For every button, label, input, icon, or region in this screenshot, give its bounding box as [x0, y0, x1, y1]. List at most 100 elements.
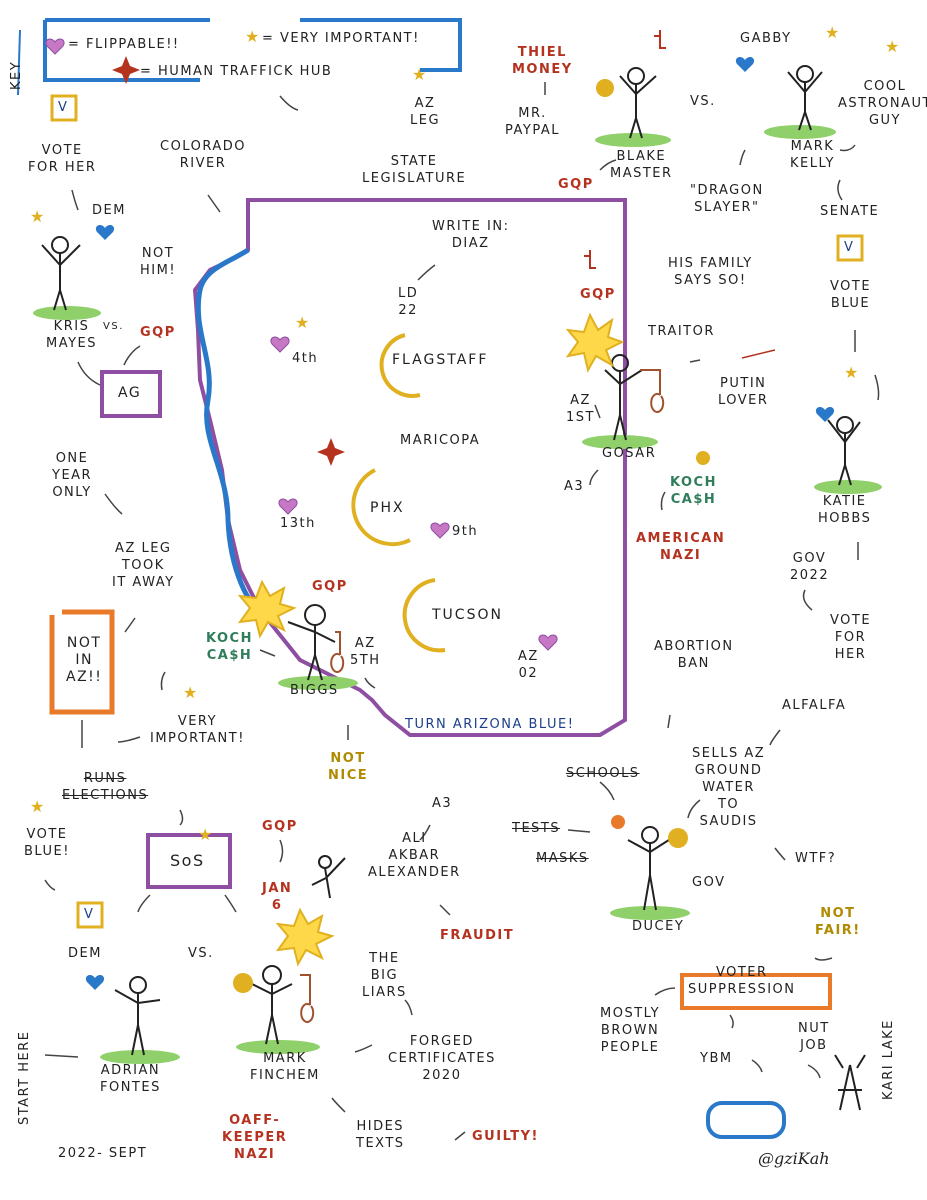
senate-label: SENATE — [820, 204, 880, 219]
ballot-senate — [836, 234, 864, 262]
hides-texts-label: HIDES TEXTS — [356, 1119, 405, 1151]
star-key2-icon: ★ — [412, 65, 426, 84]
tucson-crescent — [402, 578, 446, 653]
putin-lover-label: PUTIN LOVER — [718, 376, 769, 408]
figure-gosar — [604, 369, 643, 441]
traitor-label: TRAITOR — [648, 324, 715, 339]
runs-elections-label: RUNS ELECTIONS — [62, 771, 149, 803]
nut-job-label: NUT JOB — [798, 1021, 830, 1053]
sos-label: SoS — [170, 851, 205, 870]
phx-crescent — [351, 468, 411, 547]
phx-label: PHX — [370, 500, 405, 516]
gov-ducey-label: GOV — [692, 875, 726, 890]
alfalfa-label: ALFALFA — [782, 698, 847, 713]
az-1st-label: AZ 1st — [566, 393, 595, 425]
figure-head-blake — [627, 67, 645, 85]
sells-az-label: SELLS AZ GROUND WATER TO SAUDIS — [692, 746, 766, 829]
forged-certificates-label: FORGED CERTIFICATES 2020 — [388, 1034, 496, 1083]
tests-label: TESTS — [512, 821, 561, 836]
traffick-key-icon — [112, 56, 140, 84]
arrow-colorado — [207, 194, 221, 213]
american-nazi-label: AMERICAN NAZI — [636, 531, 726, 563]
arrow-a3 — [419, 824, 431, 841]
traffick-hub-icon — [317, 438, 345, 466]
arrow-very-imp-left — [117, 736, 141, 743]
arrow-az1st — [594, 404, 601, 419]
not-nice-label: NOT NICE — [328, 751, 369, 783]
heart-key-icon — [45, 38, 65, 55]
arizona-outline — [192, 198, 627, 737]
arrow-runs — [179, 809, 184, 826]
figure-hobbs — [827, 419, 861, 486]
not-in-az-label: NOT IN AZ!! — [66, 635, 103, 685]
ninth-district-label: 9th — [452, 524, 479, 539]
heart-13th-icon — [278, 498, 298, 515]
arrow-ybm — [751, 1059, 763, 1073]
key-flippable: = FLIPPABLE!! — [68, 37, 180, 52]
arrow-nut-job — [807, 1064, 821, 1079]
figure-head-ali — [318, 855, 332, 869]
moneybag-blake — [596, 79, 614, 97]
noose-biggs — [330, 631, 345, 673]
arrow-forged — [354, 1044, 373, 1053]
heart-kris-icon — [95, 225, 115, 240]
arrow-vote-blue-left — [44, 879, 56, 891]
not-fair-label: NOT FAIR! — [815, 906, 861, 938]
heart-fontes-icon — [85, 975, 105, 990]
heart-hobbs-icon — [815, 407, 835, 422]
ballot-fontes — [76, 901, 104, 929]
arrow-gqp-finchem — [279, 839, 284, 863]
figure-head-finchem — [262, 965, 282, 985]
ali-akbar-label: ALI AKBAR ALEXANDER — [368, 831, 461, 880]
figure-head-biggs — [304, 604, 326, 626]
gqp-biggs-label: GQP — [312, 579, 348, 594]
moneybag-gosar — [696, 451, 710, 465]
ducey-label: DUCEY — [632, 919, 685, 934]
fourth-district-label: 4th — [292, 351, 319, 366]
figure-kelly — [787, 71, 823, 131]
arrow-vote-her-right — [802, 589, 813, 611]
heart-az02-icon — [538, 634, 558, 651]
heart-9th-icon — [430, 522, 450, 539]
arrow-key-leg — [279, 95, 299, 111]
gqp-blake-label: GQP — [558, 177, 594, 192]
moneybag-finchem — [233, 973, 253, 993]
figure-blake — [619, 75, 657, 139]
colorado-river-label: COLORADO RIVER — [160, 139, 246, 171]
bomb-ducey — [611, 815, 625, 829]
key-label: KEY — [9, 60, 24, 90]
artist-signature: @gziKah — [758, 1149, 830, 1168]
arrow-start — [44, 1054, 79, 1058]
noose-finchem — [300, 974, 315, 1023]
dem-fontes-label: DEM — [68, 946, 102, 961]
arrow-took — [124, 617, 136, 633]
grass-gosar — [582, 435, 658, 449]
arrow-sos-finchem — [224, 894, 237, 913]
gqp-gosar-label: GQP — [580, 287, 616, 302]
arrow-very-important — [160, 671, 166, 691]
sos-box — [146, 833, 232, 889]
key-very-important: = VERY IMPORTANT! — [262, 31, 420, 46]
arrow-putin — [689, 359, 701, 363]
arrow-sos-dem — [137, 894, 151, 913]
heart-4th-icon — [270, 336, 290, 353]
gqp-finchem-label: GQP — [262, 819, 298, 834]
ballot-key-mark: V — [58, 100, 69, 115]
dem-kris-label: DEM — [92, 203, 126, 218]
katie-hobbs-label: KATIE HOBBS — [818, 494, 872, 526]
oath-keeper-label: OAFF- KEEPER NAZI — [222, 1113, 288, 1162]
figure-ducey — [627, 837, 673, 911]
ballot-senate-mark: V — [844, 240, 855, 255]
vote-for-her-right: VOTE FOR HER — [830, 613, 872, 662]
one-year-only-label: ONE YEAR ONLY — [52, 451, 93, 500]
schools-label: SCHOOLS — [566, 766, 640, 781]
ballot-fontes-mark: V — [84, 907, 95, 922]
vote-blue-left-label: VOTE BLUE! — [24, 827, 70, 859]
wtf-label: WTF? — [795, 851, 837, 866]
arrow-gqp-blake — [599, 159, 617, 171]
gabby-label: GABBY — [740, 31, 792, 46]
star-kris-icon: ★ — [30, 207, 44, 226]
write-in-label: WRITE IN: DIAZ — [432, 219, 510, 251]
figure-head-hobbs — [836, 416, 854, 434]
